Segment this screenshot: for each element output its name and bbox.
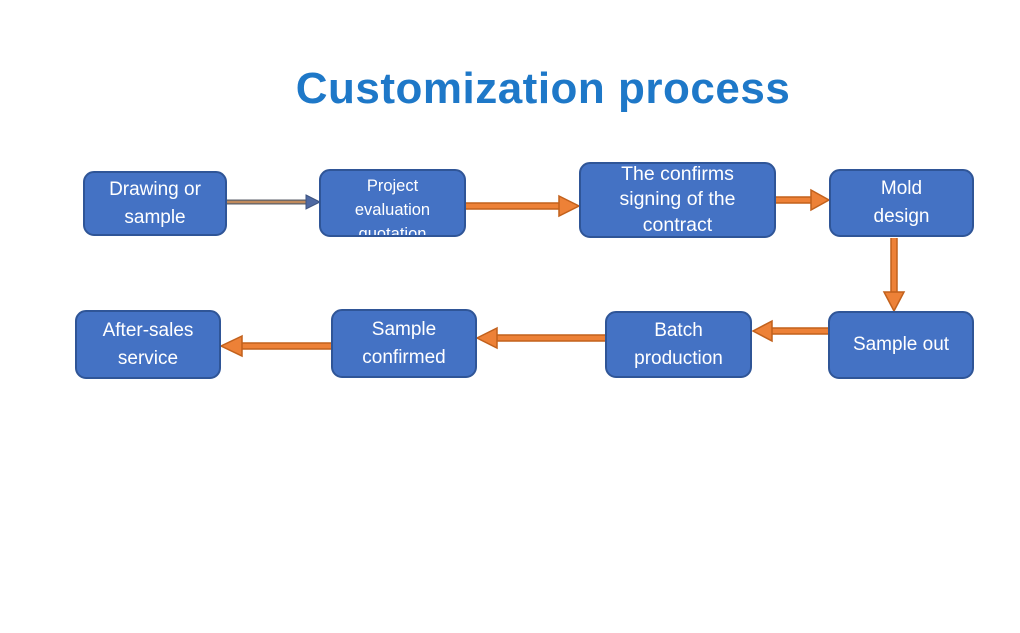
arrow-mold-to-sampleout — [882, 238, 906, 313]
arrow-sampleconfirmed-to-aftersales — [219, 334, 331, 358]
flow-node-project-evaluation-quotation: Project evaluation quotation — [319, 169, 466, 237]
flow-node-after-sales-service: After-sales service — [75, 310, 221, 379]
arrow-project-to-contract — [466, 194, 581, 218]
arrow-batch-to-sampleconfirmed — [475, 326, 605, 350]
flow-node-sample-out: Sample out — [828, 311, 974, 379]
arrow-contract-to-mold — [776, 188, 831, 212]
flow-node-batch-production: Batch production — [605, 311, 752, 378]
flow-node-mold-design: Mold design — [829, 169, 974, 237]
flow-node-sample-confirmed: Sample confirmed — [331, 309, 477, 378]
arrow-drawing-to-project — [227, 194, 322, 210]
flow-node-drawing-or-sample: Drawing or sample — [83, 171, 227, 236]
flow-node-contract-signing: The confirms signing of the contract — [579, 162, 776, 238]
arrow-sampleout-to-batch — [751, 319, 828, 343]
page-title: Customization process — [295, 64, 791, 113]
